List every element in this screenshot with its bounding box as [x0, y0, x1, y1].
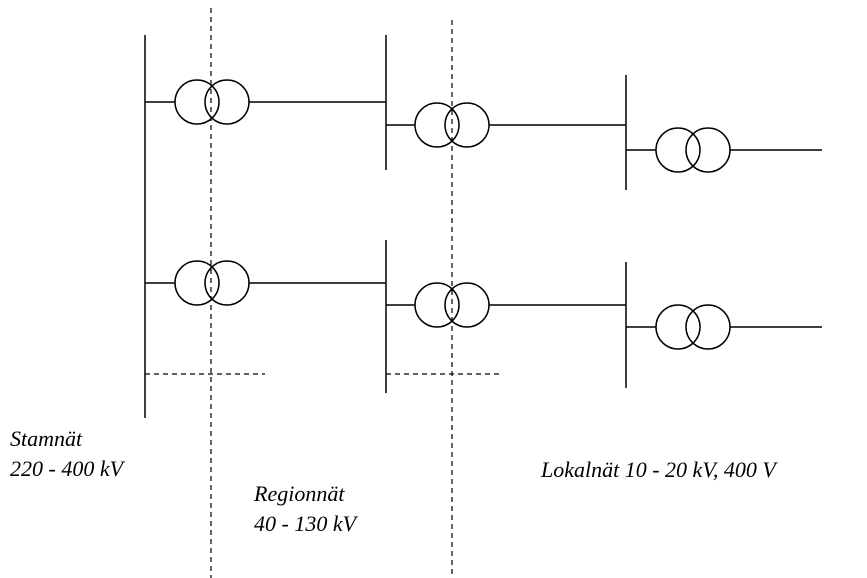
transformer-icon: [174, 260, 250, 306]
stamnat-name: Stamnät: [10, 426, 83, 451]
regionnat-label: Regionnät 40 - 130 kV: [254, 479, 356, 539]
regionnat-name: Regionnät: [254, 481, 345, 506]
transformer-icon: [655, 304, 731, 350]
stamnat-label: Stamnät 220 - 400 kV: [10, 424, 123, 484]
transformer-icon: [174, 79, 250, 125]
lokalnat-text: Lokalnät 10 - 20 kV, 400 V: [541, 457, 776, 482]
regionnat-voltage: 40 - 130 kV: [254, 511, 357, 536]
stamnat-voltage: 220 - 400 kV: [10, 456, 124, 481]
transformer-icon: [655, 127, 731, 173]
lokalnat-label: Lokalnät 10 - 20 kV, 400 V: [541, 455, 776, 485]
